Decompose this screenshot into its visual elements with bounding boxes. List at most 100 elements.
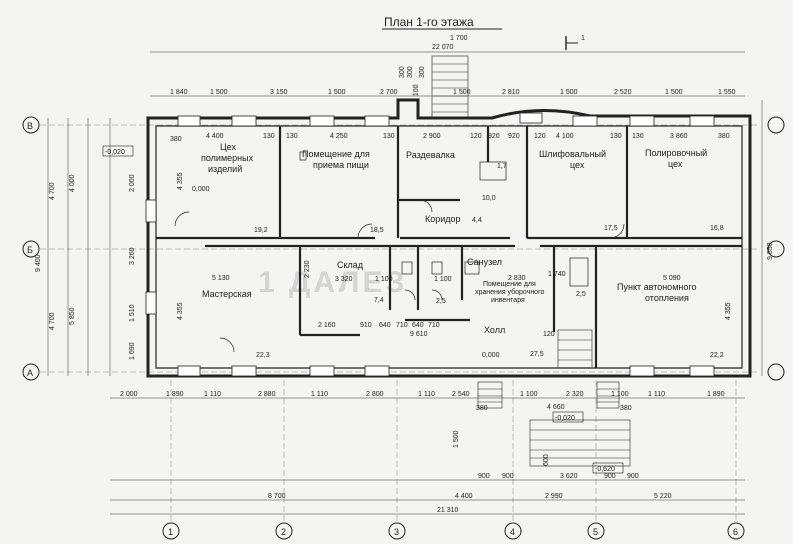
watermark: 1 ДАЛЕЗ (258, 266, 407, 299)
svg-text:1 100: 1 100 (520, 391, 538, 398)
room-store: Склад 7,4 (337, 260, 384, 304)
svg-text:4 400: 4 400 (206, 133, 224, 140)
svg-text:10,0: 10,0 (482, 195, 496, 202)
svg-text:380: 380 (718, 133, 730, 140)
svg-text:отопления: отопления (645, 293, 689, 303)
room-cloak: Раздевалка (406, 150, 455, 160)
svg-text:-0,020: -0,020 (105, 149, 125, 156)
svg-text:2 990: 2 990 (545, 493, 563, 500)
svg-text:1 110: 1 110 (311, 391, 328, 398)
svg-text:130: 130 (610, 133, 622, 140)
svg-text:1 740: 1 740 (548, 271, 566, 278)
svg-text:2 520: 2 520 (614, 89, 632, 96)
svg-text:4 700: 4 700 (49, 312, 56, 330)
top-dimensions: 1 700 22 070 1 840 1 500 3 150 1 500 2 7… (170, 35, 736, 96)
svg-text:1 110: 1 110 (418, 391, 435, 398)
svg-text:Раздевалка: Раздевалка (406, 150, 455, 160)
svg-text:4 355: 4 355 (177, 172, 184, 190)
svg-text:1 100: 1 100 (413, 84, 420, 102)
svg-text:Коридор: Коридор (425, 214, 461, 224)
svg-text:4 400: 4 400 (455, 493, 473, 500)
svg-text:380: 380 (476, 405, 488, 412)
svg-text:22 070: 22 070 (432, 44, 454, 51)
svg-text:Помещение для: Помещение для (483, 281, 536, 288)
axis-number-markers: 1 2 3 4 5 6 (162, 522, 745, 540)
svg-text:приема пищи: приема пищи (313, 160, 369, 170)
svg-text:1 550: 1 550 (718, 89, 736, 96)
svg-text:3 860: 3 860 (670, 133, 688, 140)
svg-text:300: 300 (419, 66, 426, 78)
svg-text:Мастерская: Мастерская (202, 289, 252, 299)
entry-stair-south (477, 329, 631, 467)
svg-text:3 320: 3 320 (335, 276, 353, 283)
svg-text:2 540: 2 540 (452, 391, 470, 398)
svg-text:Цех: Цех (220, 142, 236, 152)
svg-text:3 260: 3 260 (129, 247, 136, 265)
svg-text:3 620: 3 620 (560, 473, 578, 480)
svg-text:2 900: 2 900 (423, 133, 441, 140)
room-polish: Полировочный цех 16,8 (645, 148, 724, 232)
svg-text:22,2: 22,2 (710, 352, 724, 359)
room-heating: Пункт автономного отопления 22,2 (617, 282, 724, 359)
svg-text:4 700: 4 700 (49, 182, 56, 200)
svg-text:5 090: 5 090 (663, 275, 681, 282)
room-workshop: Мастерская 22,3 (202, 289, 270, 359)
svg-text:9 850: 9 850 (767, 242, 774, 260)
svg-text:5 220: 5 220 (654, 493, 672, 500)
svg-text:А: А (27, 368, 33, 378)
svg-text:Холл: Холл (484, 325, 505, 335)
svg-text:9 610: 9 610 (410, 331, 428, 338)
svg-text:2 320: 2 320 (566, 391, 584, 398)
svg-text:4 660: 4 660 (547, 404, 565, 411)
svg-text:2 700: 2 700 (380, 89, 398, 96)
svg-text:1 690: 1 690 (129, 342, 136, 360)
svg-text:1: 1 (581, 35, 585, 42)
svg-text:22,3: 22,3 (256, 352, 270, 359)
svg-text:2 880: 2 880 (258, 391, 276, 398)
stair-dimensions: 300 300 1 100 300 (399, 66, 426, 102)
svg-text:1 100: 1 100 (611, 391, 629, 398)
svg-text:1 500: 1 500 (665, 89, 683, 96)
interior-walls (156, 126, 742, 368)
svg-text:8 700: 8 700 (268, 493, 286, 500)
svg-text:900: 900 (627, 473, 639, 480)
svg-text:130: 130 (632, 133, 644, 140)
svg-text:640: 640 (379, 322, 391, 329)
svg-text:2 230: 2 230 (304, 260, 311, 278)
svg-text:2 160: 2 160 (318, 322, 336, 329)
room-food: Помещение для приема пищи 18,5 (302, 149, 384, 234)
svg-text:В: В (27, 121, 33, 131)
doors (174, 199, 625, 353)
svg-text:380: 380 (170, 136, 182, 143)
svg-text:Склад: Склад (337, 260, 364, 270)
svg-text:2 830: 2 830 (508, 275, 526, 282)
svg-text:1 500: 1 500 (453, 430, 460, 448)
svg-text:1 110: 1 110 (204, 391, 221, 398)
svg-text:5 850: 5 850 (69, 307, 76, 325)
svg-text:380: 380 (620, 405, 632, 412)
svg-text:19,2: 19,2 (254, 227, 268, 234)
entry-stair-north (431, 55, 469, 119)
room-polymer: Цех полимерных изделий 0,000 (192, 142, 254, 193)
svg-text:1 500: 1 500 (328, 89, 346, 96)
svg-text:4 250: 4 250 (330, 133, 348, 140)
svg-text:21 310: 21 310 (437, 507, 459, 514)
svg-text:2,5: 2,5 (576, 291, 586, 298)
svg-text:2 800: 2 800 (366, 391, 384, 398)
svg-text:130: 130 (263, 133, 275, 140)
svg-text:710: 710 (428, 322, 440, 329)
svg-text:Помещение для: Помещение для (302, 149, 370, 159)
svg-text:Санузел: Санузел (467, 257, 502, 267)
svg-text:900: 900 (502, 473, 514, 480)
svg-text:9 400: 9 400 (35, 254, 42, 272)
svg-text:0,000: 0,000 (482, 352, 500, 359)
svg-text:4 000: 4 000 (69, 174, 76, 192)
svg-text:1 500: 1 500 (560, 89, 578, 96)
right-dimensions: 9 850 4 355 1 500 380 380 600 (453, 242, 774, 466)
top-inner-dimensions: 4 400 4 250 2 900 4 100 3 860 130 130 13… (170, 133, 730, 143)
svg-text:710: 710 (396, 322, 408, 329)
svg-text:4: 4 (510, 527, 515, 537)
svg-text:600: 600 (543, 454, 550, 466)
svg-text:Пункт автономного: Пункт автономного (617, 282, 696, 292)
axis-letter-markers: В Б А (22, 116, 785, 381)
